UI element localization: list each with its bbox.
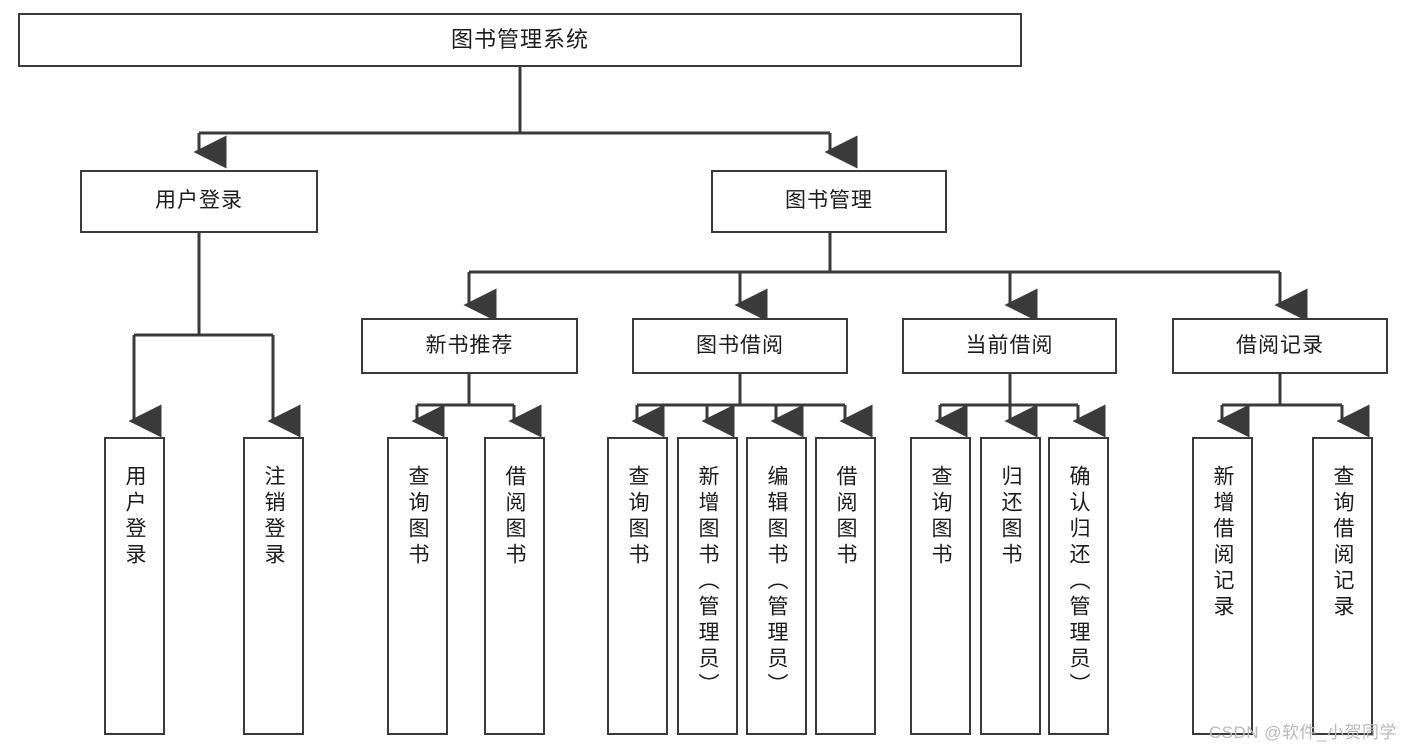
leaf-search-book-current[interactable]: 查询图书 — [910, 437, 971, 735]
leaf-add-book-admin-label: 新增图书（管理员） — [696, 465, 719, 699]
leaf-confirm-return-admin-label: 确认归还（管理员） — [1067, 465, 1090, 699]
leaf-add-borrow-record[interactable]: 新增借阅记录 — [1192, 437, 1253, 735]
leaf-logout-label: 注销登录 — [262, 465, 285, 569]
node-borrow-record-label: 借阅记录 — [1236, 333, 1324, 357]
leaf-edit-book-admin-label: 编辑图书（管理员） — [765, 465, 788, 699]
node-user-login-label: 用户登录 — [155, 189, 243, 213]
leaf-confirm-return-admin[interactable]: 确认归还（管理员） — [1048, 437, 1109, 735]
node-book-management-label: 图书管理 — [785, 189, 873, 213]
node-borrow-record[interactable]: 借阅记录 — [1172, 318, 1388, 374]
node-book-management[interactable]: 图书管理 — [711, 170, 947, 233]
leaf-search-book-borrow[interactable]: 查询图书 — [607, 437, 668, 735]
leaf-borrow-book-label: 借阅图书 — [834, 465, 857, 569]
csdn-watermark: CSDN @软件_小贺同学 — [1208, 723, 1397, 742]
leaf-user-login-label: 用户登录 — [123, 465, 146, 569]
leaf-add-borrow-record-label: 新增借阅记录 — [1211, 465, 1234, 621]
leaf-borrow-book-new-label: 借阅图书 — [503, 465, 526, 569]
node-current-borrow[interactable]: 当前借阅 — [902, 318, 1117, 374]
leaf-search-book-current-label: 查询图书 — [929, 465, 952, 569]
leaf-search-book-borrow-label: 查询图书 — [626, 465, 649, 569]
leaf-search-borrow-record-label: 查询借阅记录 — [1331, 465, 1354, 621]
node-new-book-recommend[interactable]: 新书推荐 — [361, 318, 578, 374]
node-book-borrow[interactable]: 图书借阅 — [632, 318, 848, 374]
leaf-return-book[interactable]: 归还图书 — [980, 437, 1041, 735]
node-root[interactable]: 图书管理系统 — [18, 13, 1022, 67]
leaf-logout[interactable]: 注销登录 — [243, 437, 304, 735]
leaf-return-book-label: 归还图书 — [999, 465, 1022, 569]
node-user-login[interactable]: 用户登录 — [80, 170, 318, 233]
leaf-borrow-book-new[interactable]: 借阅图书 — [484, 437, 545, 735]
node-root-label: 图书管理系统 — [450, 27, 589, 53]
leaf-user-login[interactable]: 用户登录 — [104, 437, 165, 735]
node-new-book-recommend-label: 新书推荐 — [425, 333, 514, 357]
leaf-search-book-new-label: 查询图书 — [406, 465, 429, 569]
leaf-edit-book-admin[interactable]: 编辑图书（管理员） — [746, 437, 807, 735]
leaf-search-borrow-record[interactable]: 查询借阅记录 — [1312, 437, 1373, 735]
leaf-borrow-book[interactable]: 借阅图书 — [815, 437, 876, 735]
node-current-borrow-label: 当前借阅 — [965, 333, 1054, 357]
node-book-borrow-label: 图书借阅 — [696, 333, 784, 357]
leaf-search-book-new[interactable]: 查询图书 — [387, 437, 448, 735]
leaf-add-book-admin[interactable]: 新增图书（管理员） — [677, 437, 738, 735]
